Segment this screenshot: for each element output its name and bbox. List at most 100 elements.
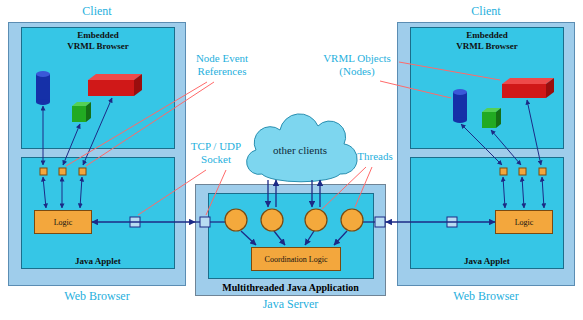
leader-line	[322, 167, 366, 209]
browser-panel: ClientWeb BrowserEmbedded VRML BrowserJa…	[8, 22, 186, 286]
vrml-object	[453, 117, 467, 123]
box-label: Logic	[515, 218, 534, 227]
server-wire	[334, 231, 347, 245]
vrml-object	[72, 106, 86, 122]
socket-square	[200, 217, 210, 227]
server-wire	[241, 231, 256, 245]
vrml-object	[453, 89, 467, 95]
panel-heading: Client	[9, 4, 185, 19]
event-reference	[539, 168, 546, 175]
vrml-object	[453, 92, 467, 120]
vrml-object	[482, 112, 496, 128]
event-arrow	[43, 177, 46, 208]
panel-title: Java Applet	[22, 256, 174, 266]
event-reference	[79, 168, 86, 175]
callout-label: VRML Objects (Nodes)	[318, 52, 396, 78]
vrml-object	[86, 102, 91, 122]
browser-panel: ClientWeb BrowserEmbedded VRML BrowserJa…	[397, 22, 575, 286]
leader-line	[66, 62, 500, 215]
thread-circle	[261, 209, 283, 231]
applet-panel: Java Applet Logic	[410, 157, 564, 269]
server-wire	[311, 180, 312, 207]
vrml-browser-panel: Embedded VRML Browser	[410, 27, 564, 149]
vrml-object	[134, 74, 142, 96]
leader-line	[66, 82, 207, 166]
event-arrow	[62, 177, 63, 208]
vrml-object	[36, 71, 142, 122]
event-reference	[519, 168, 526, 175]
vrml-object	[36, 74, 50, 102]
server-wire	[319, 180, 320, 207]
leader-line	[138, 170, 206, 215]
socket-square	[447, 217, 457, 227]
event-arrow	[43, 106, 44, 165]
event-arrow	[542, 177, 544, 208]
event-arrow	[491, 130, 521, 165]
socket-connection	[386, 221, 495, 222]
box-label: Coordination Logic	[265, 255, 328, 264]
socket-square	[130, 217, 457, 227]
vrml-object	[502, 84, 546, 98]
leader-line	[86, 82, 214, 166]
panel-caption: Web Browser	[9, 289, 185, 304]
panel-title: Multithreaded Java Application	[196, 282, 385, 293]
cloud-outline	[247, 114, 357, 182]
event-arrow	[63, 124, 80, 165]
event-arrow	[522, 177, 524, 208]
event-arrow	[527, 100, 541, 165]
vrml-object	[502, 78, 554, 84]
applet-panel: Java Applet Logic	[21, 157, 175, 269]
socket-square	[375, 217, 385, 227]
vrml-object	[546, 78, 554, 98]
event-reference	[40, 168, 47, 175]
event-arrow	[80, 177, 82, 208]
vrml-object	[496, 108, 501, 128]
event-reference	[40, 168, 546, 175]
panel-caption: Java Server	[196, 297, 385, 312]
callout-label: TCP / UDP Socket	[188, 140, 244, 166]
event-arrow	[503, 177, 505, 208]
leader-line	[399, 62, 500, 80]
vrml-object	[36, 99, 50, 105]
logic-box: Logic	[495, 210, 553, 234]
event-arrow	[43, 98, 544, 208]
server-wire	[195, 180, 386, 245]
panel-title: Embedded VRML Browser	[65, 30, 131, 52]
callout-label: Node Event References	[190, 52, 254, 78]
box-label: Logic	[54, 218, 73, 227]
server-wire	[195, 221, 225, 222]
logic-box: Coordination Logic	[251, 247, 341, 271]
server-wire	[275, 180, 276, 207]
thread-circle	[225, 209, 247, 231]
event-reference	[59, 168, 66, 175]
leader-line	[380, 81, 451, 98]
panel-title: Java Applet	[411, 256, 563, 266]
panel-title: Embedded VRML Browser	[454, 30, 520, 52]
vrml-object	[88, 74, 142, 80]
event-reference	[500, 168, 507, 175]
vrml-object	[72, 102, 91, 106]
vrml-object	[88, 80, 134, 96]
server-wire	[267, 180, 268, 207]
server-wire	[274, 231, 285, 245]
callout-label: Threads	[356, 150, 394, 163]
thread-circle	[305, 209, 327, 231]
vrml-object	[482, 108, 501, 112]
event-arrow	[83, 98, 112, 165]
server-wire	[305, 231, 314, 245]
socket-connection	[92, 221, 195, 222]
vrml-object	[453, 78, 554, 128]
server-panel: Multithreaded Java ApplicationJava Serve…	[195, 184, 386, 296]
server-wire	[363, 221, 386, 222]
client-cloud: other clients	[244, 118, 356, 182]
socket-square	[130, 217, 140, 227]
panel-heading: Client	[398, 4, 574, 19]
leader-line	[355, 167, 372, 207]
vrml-object	[36, 71, 50, 77]
vrml-browser-panel: Embedded VRML Browser	[21, 27, 175, 149]
leader-line	[206, 170, 226, 215]
event-arrow	[461, 124, 502, 165]
cloud-label: other clients	[273, 144, 327, 156]
panel-caption: Web Browser	[398, 289, 574, 304]
